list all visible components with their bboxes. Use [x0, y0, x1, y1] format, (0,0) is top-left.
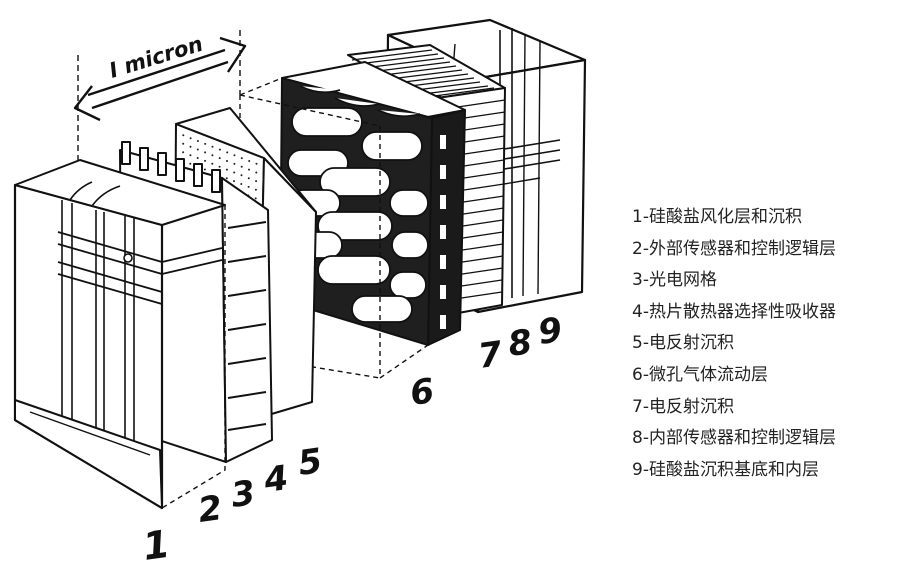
texture-dot — [189, 137, 192, 140]
texture-dot — [218, 157, 221, 160]
texture-dot — [211, 154, 214, 157]
texture-dot — [203, 168, 206, 171]
texture-dot — [226, 160, 228, 162]
layer-number-1: 1 — [140, 522, 172, 565]
texture-dot — [211, 162, 214, 165]
texture-dot — [196, 157, 199, 159]
texture-dot — [225, 168, 228, 171]
texture-dot — [204, 151, 207, 154]
legend-item-1: 1-硅酸盐风化层和沉积 — [632, 207, 802, 227]
layer-number-3: 3 — [229, 473, 258, 516]
texture-dot — [255, 171, 258, 174]
texture-dot — [248, 160, 251, 162]
texture-dot — [189, 154, 192, 157]
texture-dot — [196, 140, 199, 142]
texture-dot — [189, 145, 192, 148]
legend-item-9: 9-硅酸盐沉积基底和内层 — [632, 459, 819, 480]
texture-dot — [254, 188, 257, 191]
layer-number-6: 6 — [408, 371, 437, 414]
texture-dot — [240, 174, 243, 177]
texture-dot — [233, 154, 236, 157]
texture-dot — [254, 197, 257, 200]
texture-dot — [204, 142, 207, 145]
texture-dot — [226, 151, 229, 154]
texture-dot — [240, 165, 243, 168]
texture-dot — [218, 148, 221, 151]
legend-item-2: 2-外部传感器和控制逻辑层 — [632, 238, 836, 259]
texture-dot — [247, 185, 250, 188]
texture-dot — [233, 162, 236, 165]
texture-dot — [225, 177, 228, 180]
layer-number-2: 2 — [196, 488, 225, 531]
texture-dot — [204, 159, 206, 162]
texture-dot — [240, 157, 243, 160]
texture-dot — [255, 162, 258, 165]
layer-number-8: 8 — [506, 322, 535, 365]
texture-dot — [189, 162, 192, 165]
texture-dot — [218, 165, 221, 168]
texture-dot — [182, 142, 185, 145]
layer-legend: 1-硅酸盐风化层和沉积 2-外部传感器和控制逻辑层 3-光电网格 4-热片散热器… — [632, 202, 904, 486]
legend-item-6: 6-微孔气体流动层 — [632, 364, 768, 385]
legend-item-5: 5-电反射沉积 — [632, 333, 734, 354]
legend-item-7: 7-电反射沉积 — [632, 396, 734, 417]
legend-item-3: 3-光电网格 — [632, 270, 717, 291]
layer-6-micropore — [279, 61, 466, 346]
texture-dot — [182, 134, 185, 137]
texture-dot — [182, 151, 185, 154]
texture-dot — [233, 180, 235, 183]
texture-dot — [255, 180, 258, 183]
legend-item-4: 4-热片散热器选择性吸收器 — [632, 301, 836, 322]
legend-item-8: 8-内部传感器和控制逻辑层 — [632, 428, 836, 449]
texture-dot — [240, 183, 243, 185]
micron-scale-arrow — [73, 30, 247, 160]
texture-dot — [211, 145, 214, 148]
texture-dot — [247, 177, 250, 180]
texture-dot — [248, 168, 250, 171]
layer-number-9: 9 — [536, 310, 565, 353]
texture-dot — [233, 171, 236, 174]
texture-dot — [196, 148, 199, 151]
layer-number-5: 5 — [296, 441, 325, 484]
layer-number-4: 4 — [261, 458, 291, 501]
layer-1-weathering — [13, 159, 226, 510]
layer-number-7: 7 — [476, 334, 505, 377]
layer-number-labels: 1 2 3 4 5 6 7 8 9 — [140, 310, 565, 565]
